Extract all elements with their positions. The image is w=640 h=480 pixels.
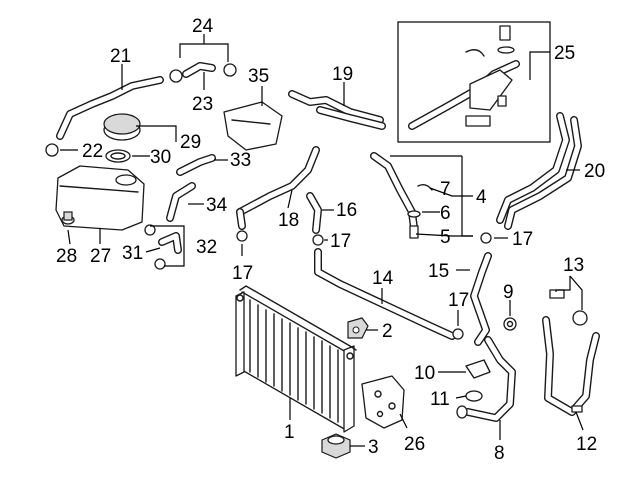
callout-31: 31 <box>122 243 143 264</box>
callout-21: 21 <box>110 46 131 67</box>
callout-19: 19 <box>332 64 353 85</box>
cap-gasket <box>105 149 131 163</box>
callout-34: 34 <box>206 195 228 216</box>
coolant-pipe-18 <box>236 146 320 230</box>
coolant-hose-33 <box>176 154 216 176</box>
callout-8: 8 <box>494 443 505 464</box>
callout-labels: 1 2 3 4 5 6 7 8 9 10 11 12 13 14 15 16 1… <box>56 16 605 464</box>
hose-clamp-17 <box>236 230 492 340</box>
lower-radiator-hose <box>456 336 516 422</box>
hose-clamp-13 <box>549 289 588 326</box>
sensor-5 <box>409 225 419 239</box>
callout-10: 10 <box>414 363 435 384</box>
inset-box-25 <box>397 21 551 143</box>
coolant-hose-12 <box>542 316 600 416</box>
coolant-tank-35 <box>223 101 283 151</box>
upper-radiator-hose <box>56 76 164 140</box>
expansion-tank <box>55 165 145 231</box>
callout-20: 20 <box>584 161 605 182</box>
callout-22: 22 <box>82 141 103 162</box>
hose-clamp-11 <box>465 390 483 402</box>
callout-9: 9 <box>503 282 514 303</box>
hose-clamp-24 <box>169 63 237 83</box>
callout-28: 28 <box>56 246 77 267</box>
radiator-mount-bracket <box>347 317 369 339</box>
o-ring-6 <box>407 210 421 218</box>
coolant-pipe-19 <box>288 90 386 130</box>
callout-1: 1 <box>284 422 295 443</box>
reservoir-cap <box>103 113 141 141</box>
coolant-hose-15 <box>470 252 492 346</box>
callout-33: 33 <box>230 150 251 171</box>
callout-7: 7 <box>440 179 451 200</box>
coolant-hose-16 <box>306 192 322 234</box>
callout-13: 13 <box>563 255 584 276</box>
coolant-pipe-long <box>314 248 456 340</box>
callout-3: 3 <box>368 437 379 458</box>
callout-30: 30 <box>150 147 171 168</box>
coolant-hose-34 <box>166 182 196 222</box>
callout-35: 35 <box>248 66 269 87</box>
callout-29: 29 <box>180 132 201 153</box>
callout-25: 25 <box>554 43 575 64</box>
callout-4: 4 <box>476 187 487 208</box>
callout-2: 2 <box>382 321 393 342</box>
hose-clamp-9 <box>503 317 517 331</box>
callout-11: 11 <box>430 389 450 410</box>
callout-27: 27 <box>90 246 111 267</box>
coolant-pipe-set-20 <box>496 112 582 230</box>
lower-mount <box>321 433 351 459</box>
callout-6: 6 <box>440 203 451 224</box>
callout-17d: 17 <box>448 290 469 311</box>
coolant-hose-23 <box>182 62 216 78</box>
callout-26: 26 <box>404 434 425 455</box>
air-guide-plate <box>361 375 405 429</box>
hose-clamp-22 <box>45 143 59 157</box>
callout-23: 23 <box>192 94 213 115</box>
clip-7 <box>417 183 433 191</box>
coolant-hose-32 <box>144 224 182 270</box>
callout-17c: 17 <box>512 229 533 250</box>
hose-clip-10 <box>465 359 491 379</box>
callout-17a: 17 <box>232 263 253 284</box>
callout-15: 15 <box>428 261 449 282</box>
callout-5: 5 <box>440 227 451 248</box>
callout-18: 18 <box>278 210 299 231</box>
callout-16: 16 <box>336 200 357 221</box>
callout-17b: 17 <box>330 231 351 252</box>
grommet <box>61 211 75 225</box>
callout-24: 24 <box>192 16 214 37</box>
callout-32: 32 <box>196 237 217 258</box>
radiator <box>235 285 357 433</box>
coolant-pipe-4 <box>370 152 418 232</box>
callout-14: 14 <box>372 268 394 289</box>
leader-lines <box>60 34 584 447</box>
callout-12: 12 <box>576 434 597 455</box>
